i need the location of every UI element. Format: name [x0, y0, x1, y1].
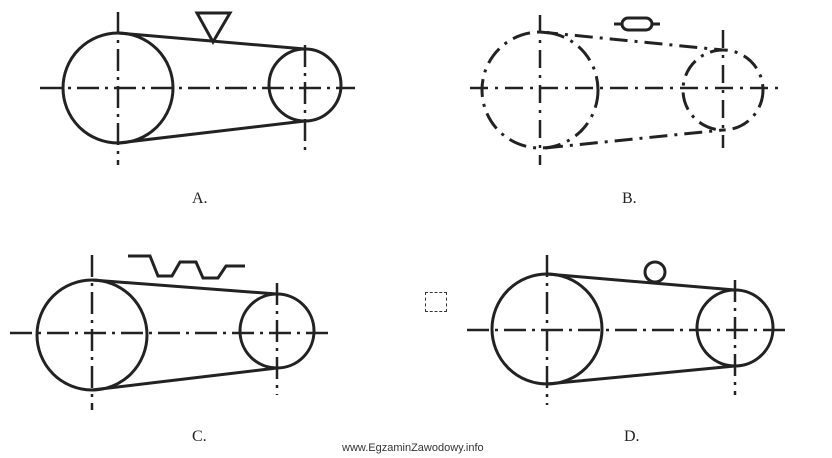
chain-link-symbol	[614, 16, 660, 32]
chain-bottom	[544, 128, 724, 150]
chain-top	[539, 30, 724, 52]
option-c-drawing	[10, 254, 330, 410]
ez-info-logo	[425, 292, 447, 312]
belt-bottom	[546, 364, 736, 386]
option-b-label: B.	[622, 190, 637, 207]
option-a-label: A.	[192, 190, 208, 207]
option-b-drawing	[470, 15, 785, 165]
watermark: www.EgzaminZawodowy.info	[342, 442, 484, 454]
toothed-belt-symbol	[128, 254, 245, 280]
v-belt-triangle-symbol	[194, 11, 233, 46]
belt-top	[546, 272, 736, 292]
round-belt-symbol	[643, 260, 667, 284]
belt-bottom	[91, 366, 278, 392]
option-d-label: D.	[624, 428, 640, 445]
large-sprocket	[480, 30, 600, 150]
belt-bottom	[117, 119, 306, 145]
option-c-label: C.	[192, 428, 207, 445]
option-a-drawing	[40, 11, 355, 165]
option-d-drawing	[467, 255, 790, 405]
belt-top	[91, 278, 278, 296]
center-lines	[40, 12, 355, 165]
